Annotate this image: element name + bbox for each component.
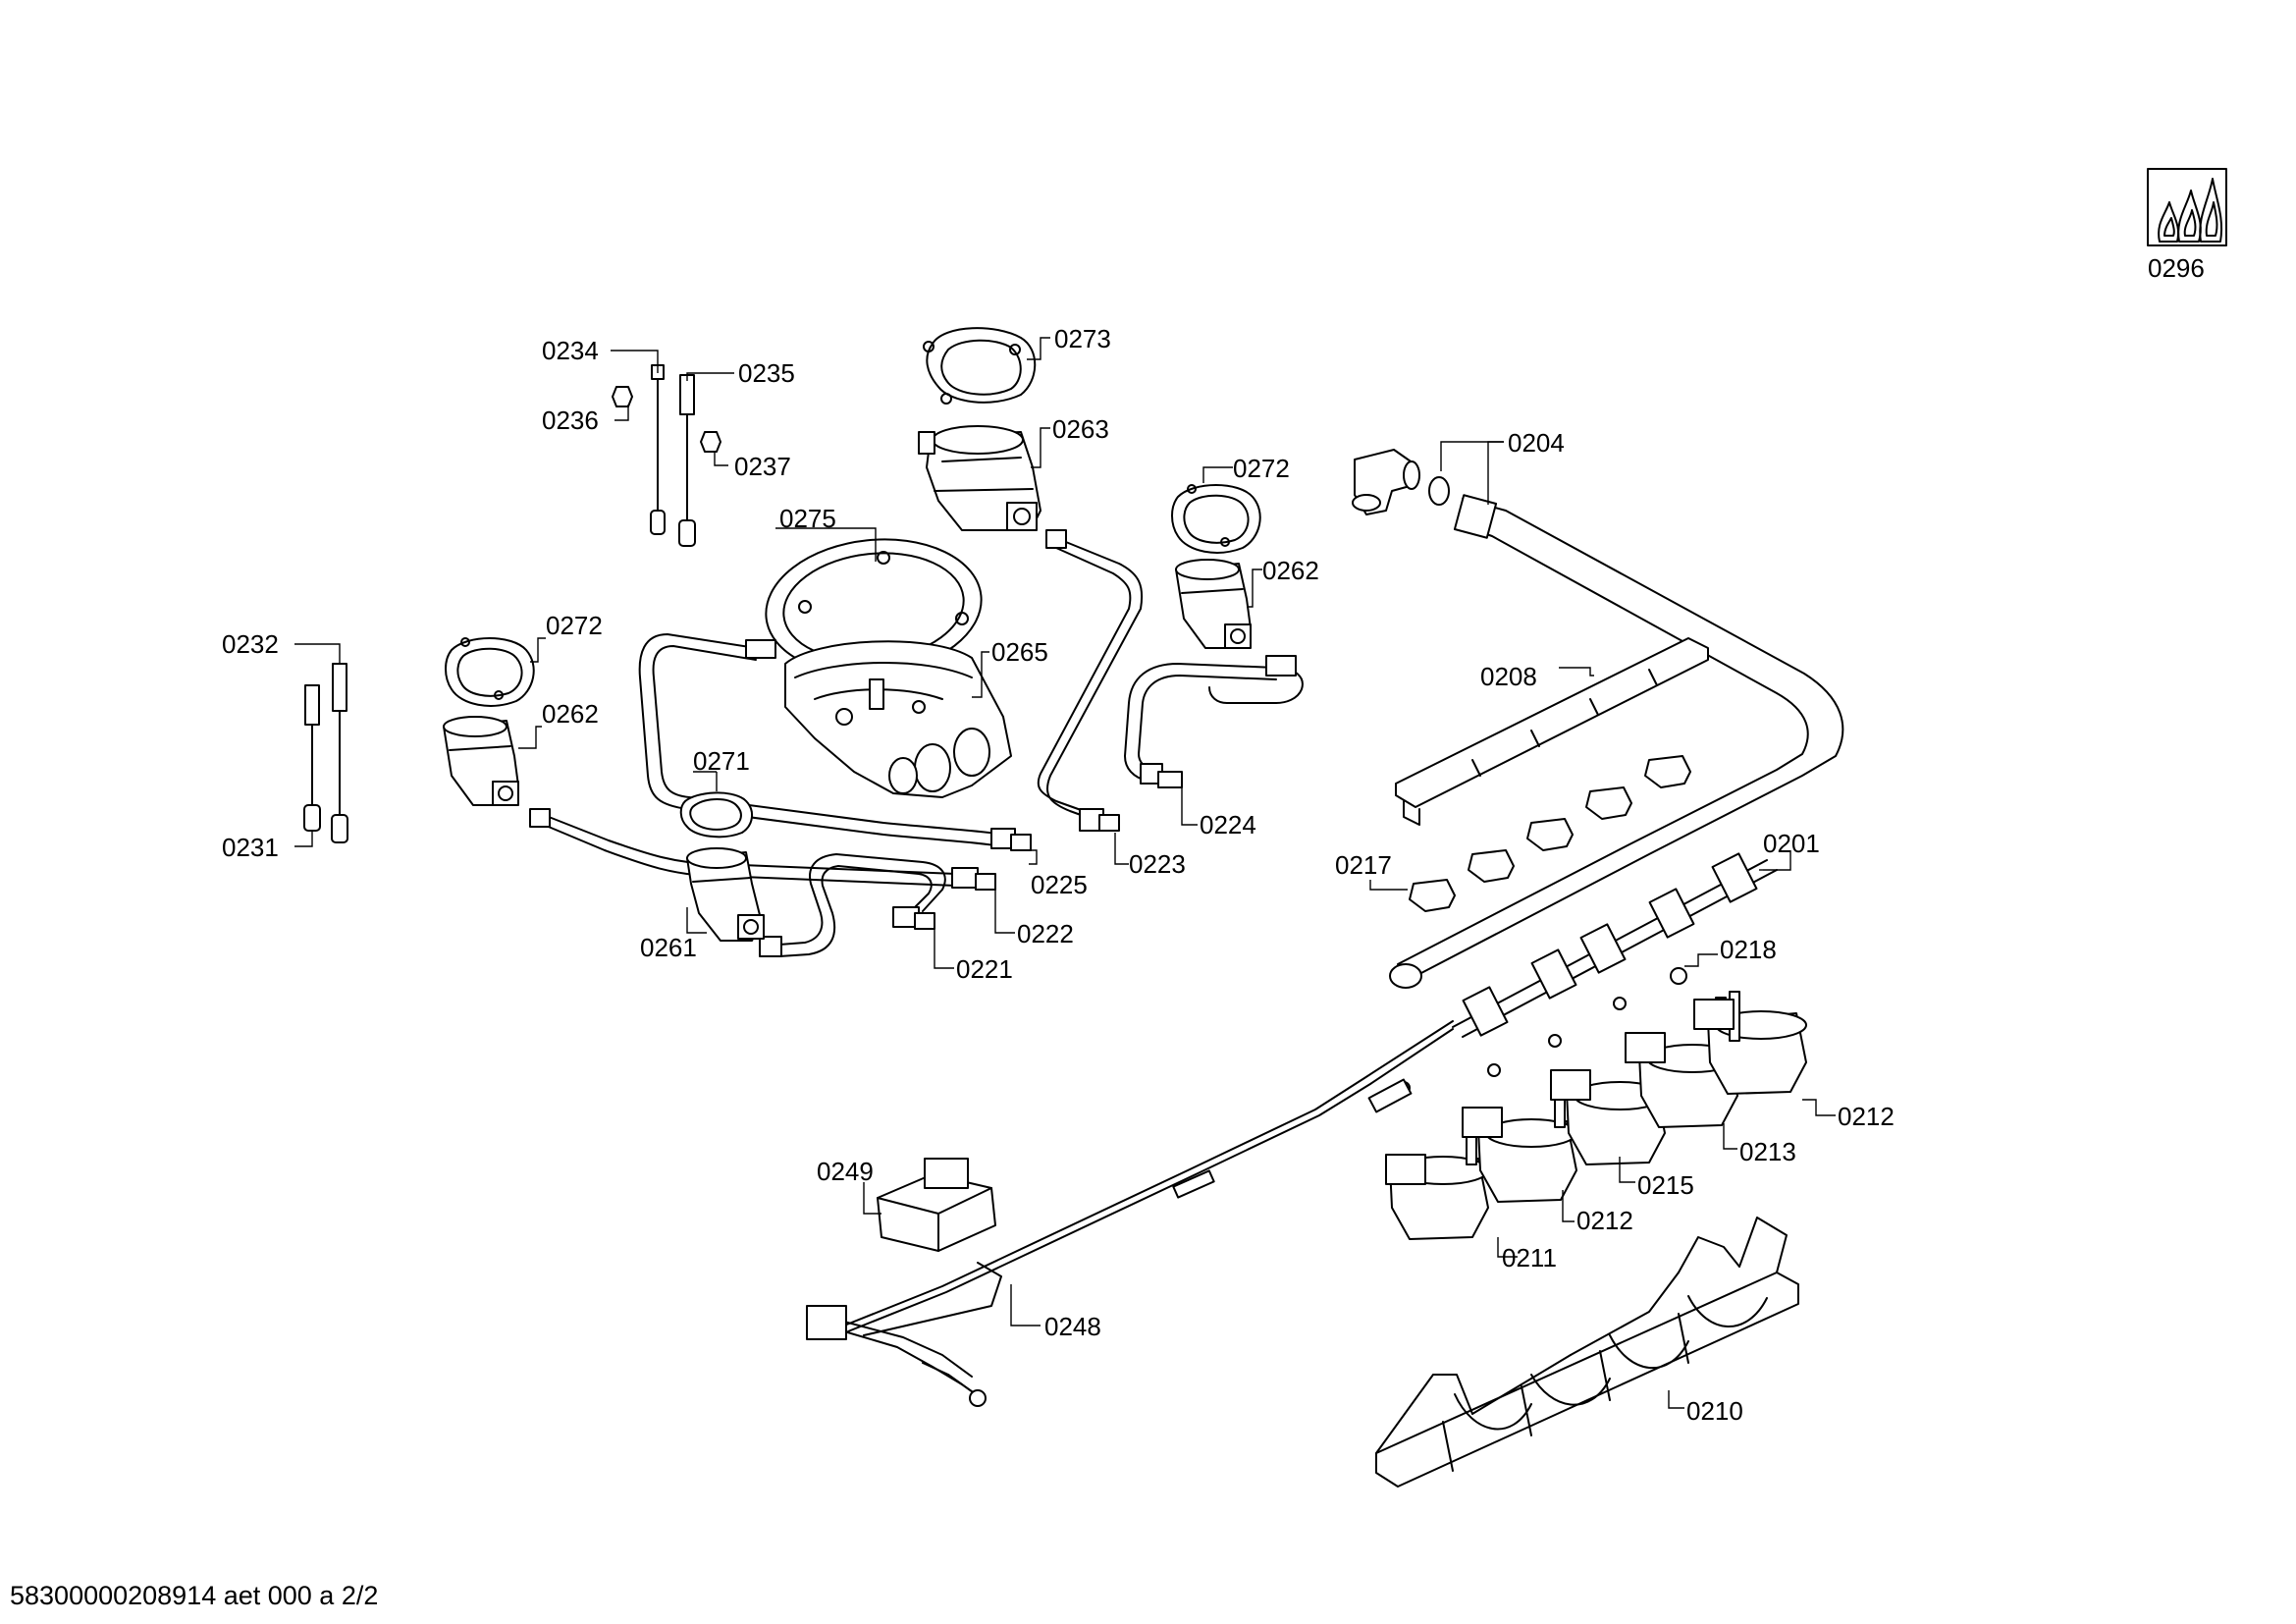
label-0217: 0217 [1335, 850, 1392, 880]
label-0249: 0249 [817, 1157, 874, 1186]
valve-holder-0210 [1375, 1217, 1799, 1488]
burner-body-0262-right [1175, 559, 1252, 649]
label-0273: 0273 [1054, 324, 1111, 353]
label-0212-top: 0212 [1838, 1102, 1895, 1131]
label-0231: 0231 [222, 833, 279, 862]
label-0263: 0263 [1052, 414, 1109, 444]
label-0248: 0248 [1044, 1312, 1101, 1341]
document-footer: 58300000208914 aet 000 a 2/2 [10, 1581, 379, 1610]
label-0215: 0215 [1637, 1170, 1694, 1200]
gasket-0273 [923, 327, 1037, 405]
gas-flame-icon [2147, 168, 2227, 246]
burner-rail-0208 [1395, 637, 1709, 826]
label-0296: 0296 [2148, 253, 2205, 283]
label-0222: 0222 [1017, 919, 1074, 948]
burner-body-0261 [686, 847, 765, 942]
label-0262-right: 0262 [1262, 556, 1319, 585]
wiring-harness-0248 [806, 1020, 1454, 1407]
label-0271: 0271 [693, 746, 750, 776]
label-0237: 0237 [734, 452, 791, 481]
label-0272-right: 0272 [1233, 454, 1290, 483]
burner-body-0262-left [443, 716, 519, 806]
label-0232: 0232 [222, 629, 279, 659]
label-0204: 0204 [1508, 428, 1565, 458]
gas-manifold [1352, 449, 1844, 989]
label-0210: 0210 [1686, 1396, 1743, 1426]
label-0261: 0261 [640, 933, 697, 962]
gasket-0271 [679, 791, 753, 839]
label-0236: 0236 [542, 406, 599, 435]
valves [1385, 991, 1807, 1240]
label-0234: 0234 [542, 336, 599, 365]
gasket-0272-left [445, 637, 535, 707]
nut-0218 [1670, 967, 1687, 985]
label-0225: 0225 [1031, 870, 1088, 899]
label-0212-bottom: 0212 [1576, 1206, 1633, 1235]
valve-5 [1693, 991, 1807, 1095]
label-0275: 0275 [779, 504, 836, 533]
igniter-unit-0249 [877, 1158, 996, 1252]
label-0265: 0265 [991, 637, 1048, 667]
label-0235: 0235 [738, 358, 795, 388]
gasket-0272-right [1171, 484, 1261, 554]
thermocouple-group-left [303, 663, 348, 843]
label-0211: 0211 [1502, 1243, 1557, 1272]
label-0272-left: 0272 [546, 611, 603, 640]
clips-0217 [1409, 755, 1691, 912]
label-0221: 0221 [956, 954, 1013, 984]
label-0223: 0223 [1129, 849, 1186, 879]
label-0208: 0208 [1480, 662, 1537, 691]
label-0201: 0201 [1763, 829, 1820, 858]
thermocouple-group-top [612, 364, 721, 547]
main-burner-0265 [784, 640, 1012, 798]
label-0213: 0213 [1739, 1137, 1796, 1166]
label-0224: 0224 [1200, 810, 1256, 839]
burner-body-0263 [918, 425, 1041, 531]
valve-manifold-0201 [1452, 852, 1778, 1038]
label-0218: 0218 [1720, 935, 1777, 964]
label-0262-left: 0262 [542, 699, 599, 729]
gasket-0275 [765, 538, 983, 676]
